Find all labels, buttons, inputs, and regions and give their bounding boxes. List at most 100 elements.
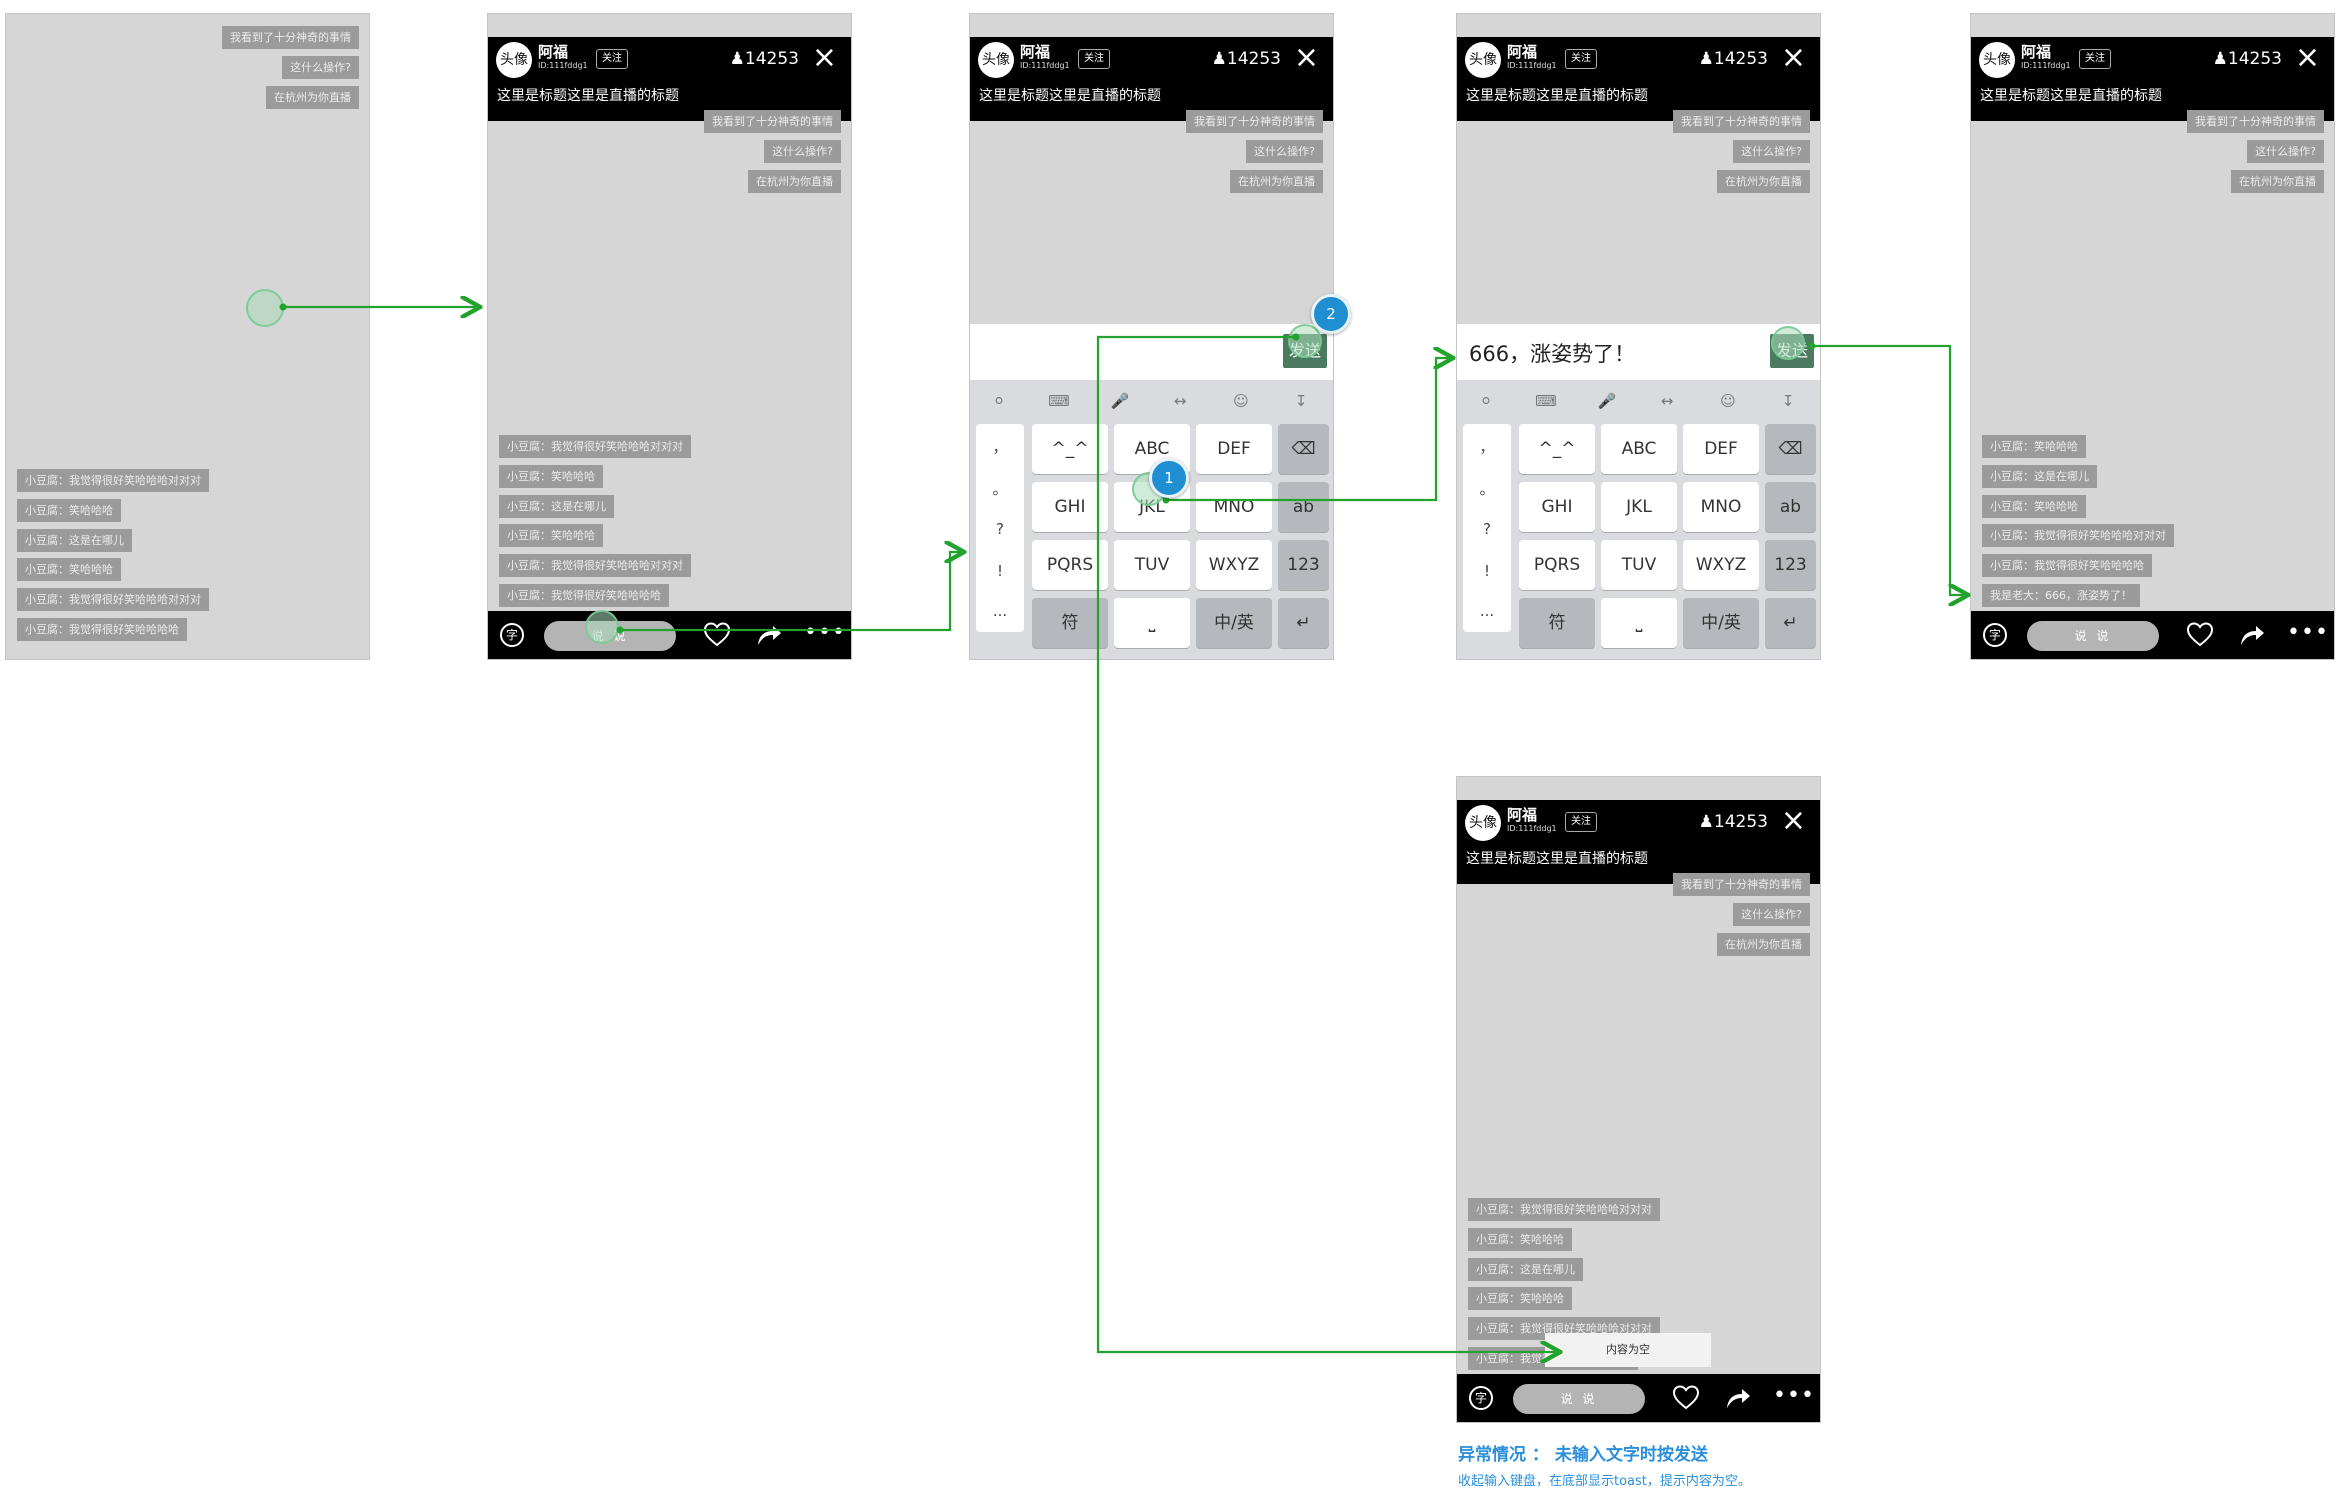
key[interactable]: ^_^ — [1032, 424, 1108, 474]
key[interactable]: 123 — [1278, 540, 1329, 590]
punct-key[interactable]: ， — [992, 438, 1008, 456]
punct-key[interactable]: ... — [1479, 602, 1495, 620]
key[interactable]: DEF — [1196, 424, 1272, 474]
backspace-key[interactable]: ⌫ — [1765, 424, 1816, 474]
collapse-keyboard-icon[interactable]: ↧ — [1294, 392, 1308, 410]
top-message-3: 在杭州为你直播 — [2231, 170, 2324, 193]
step-badge-1: 1 — [1149, 458, 1189, 498]
share-icon[interactable] — [1723, 1383, 1753, 1413]
viewer-count: ♟14253 — [1212, 49, 1281, 69]
key[interactable]: GHI — [1032, 482, 1108, 532]
status-strip — [488, 14, 851, 37]
heart-icon[interactable] — [1671, 1382, 1701, 1412]
punct-key[interactable]: ? — [996, 520, 1004, 538]
key[interactable]: MNO — [1196, 482, 1272, 532]
key[interactable]: PQRS — [1519, 540, 1595, 590]
key[interactable]: ab — [1278, 482, 1329, 532]
backspace-key[interactable]: ⌫ — [1278, 424, 1329, 474]
anchor-name: 阿福 — [1507, 806, 1538, 824]
punct-key[interactable]: ， — [1479, 438, 1495, 456]
punct-key[interactable]: 。 — [1479, 480, 1495, 498]
comment-input[interactable]: 说 说 — [1513, 1384, 1645, 1414]
comment-input-text[interactable]: 666，涨姿势了！ — [1469, 342, 1636, 366]
emoji-icon[interactable]: ☺ — [1233, 392, 1249, 410]
top-message-1: 我看到了十分神奇的事情 — [1673, 873, 1810, 896]
key[interactable]: JKL — [1601, 482, 1677, 532]
avatar[interactable]: 头像 — [1979, 42, 2015, 78]
punctuation-column: ， 。 ? ! ... — [976, 424, 1024, 632]
key[interactable]: DEF — [1683, 424, 1759, 474]
follow-button[interactable]: 关注 — [2079, 49, 2111, 69]
chat-message: 小豆腐：我觉得很好笑哈哈哈对对对 — [499, 554, 691, 577]
heart-icon[interactable] — [702, 619, 732, 649]
text-size-icon[interactable]: 字 — [1983, 623, 2007, 647]
collapse-keyboard-icon[interactable]: ↧ — [1781, 392, 1795, 410]
avatar[interactable]: 头像 — [1465, 42, 1501, 78]
follow-button[interactable]: 关注 — [1565, 49, 1597, 69]
avatar[interactable]: 头像 — [978, 42, 1014, 78]
more-icon[interactable]: ••• — [804, 620, 846, 645]
enter-key[interactable]: ↵ — [1765, 598, 1816, 648]
key[interactable]: ABC — [1601, 424, 1677, 474]
chat-message: 小豆腐：我觉得很好笑哈哈哈哈 — [1982, 554, 2152, 577]
emoji-icon[interactable]: ☺ — [1720, 392, 1736, 410]
close-icon[interactable]: × — [1780, 40, 1806, 75]
text-size-icon[interactable]: 字 — [500, 623, 524, 647]
ime-logo-icon[interactable]: ⚪ — [1479, 392, 1493, 410]
key[interactable]: GHI — [1519, 482, 1595, 532]
key[interactable]: 中/英 — [1196, 598, 1272, 648]
follow-button[interactable]: 关注 — [1078, 49, 1110, 69]
more-icon[interactable]: ••• — [1773, 1383, 1815, 1408]
share-icon[interactable] — [2237, 620, 2267, 650]
heart-icon[interactable] — [2185, 619, 2215, 649]
keyboard-icon[interactable]: ⌨ — [1535, 392, 1557, 410]
key[interactable]: 中/英 — [1683, 598, 1759, 648]
comment-input[interactable]: 说 说 — [2027, 621, 2159, 651]
key[interactable]: ab — [1765, 482, 1816, 532]
avatar[interactable]: 头像 — [496, 42, 532, 78]
anchor-id: ID:111fddg1 — [538, 61, 588, 70]
punct-key[interactable]: ! — [1483, 562, 1490, 580]
punct-key[interactable]: ? — [1483, 520, 1491, 538]
microphone-icon[interactable]: 🎤 — [1597, 392, 1617, 410]
enter-key[interactable]: ↵ — [1278, 598, 1329, 648]
key[interactable]: 符 — [1032, 598, 1108, 648]
microphone-icon[interactable]: 🎤 — [1110, 392, 1130, 410]
close-icon[interactable]: × — [1293, 40, 1319, 75]
cursor-move-icon[interactable]: ↔ — [1660, 392, 1674, 410]
key[interactable]: MNO — [1683, 482, 1759, 532]
follow-button[interactable]: 关注 — [596, 49, 628, 69]
chat-message: 小豆腐：这是在哪儿 — [17, 529, 132, 552]
stream-title: 这里是标题这里是直播的标题 — [1980, 88, 2162, 104]
key[interactable]: PQRS — [1032, 540, 1108, 590]
close-icon[interactable]: × — [811, 40, 837, 75]
cursor-move-icon[interactable]: ↔ — [1173, 392, 1187, 410]
stream-title: 这里是标题这里是直播的标题 — [1466, 88, 1648, 104]
top-message-2: 这什么操作? — [282, 56, 359, 79]
space-key[interactable]: ⎵ — [1601, 598, 1677, 648]
share-icon[interactable] — [754, 620, 784, 650]
comment-input-bar[interactable]: 发送 — [970, 324, 1333, 380]
ime-logo-icon[interactable]: ⚪ — [992, 392, 1006, 410]
key[interactable]: ^_^ — [1519, 424, 1595, 474]
chat-message: 小豆腐：笑哈哈哈 — [499, 524, 603, 547]
key[interactable]: 符 — [1519, 598, 1595, 648]
key[interactable]: TUV — [1601, 540, 1677, 590]
punct-key[interactable]: 。 — [992, 480, 1008, 498]
more-icon[interactable]: ••• — [2287, 620, 2329, 645]
key[interactable]: 123 — [1765, 540, 1816, 590]
close-icon[interactable]: × — [1780, 803, 1806, 838]
text-size-icon[interactable]: 字 — [1469, 1386, 1493, 1410]
key[interactable]: TUV — [1114, 540, 1190, 590]
comment-input-bar[interactable]: 666，涨姿势了！ 发送 — [1457, 324, 1820, 380]
close-icon[interactable]: × — [2294, 40, 2320, 75]
punct-key[interactable]: ... — [992, 602, 1008, 620]
follow-button[interactable]: 关注 — [1565, 812, 1597, 832]
key[interactable]: WXYZ — [1196, 540, 1272, 590]
keyboard-icon[interactable]: ⌨ — [1048, 392, 1070, 410]
punct-key[interactable]: ! — [996, 562, 1003, 580]
key[interactable]: WXYZ — [1683, 540, 1759, 590]
new-chat-message: 我是老大：666，涨姿势了！ — [1982, 584, 2140, 607]
avatar[interactable]: 头像 — [1465, 805, 1501, 841]
space-key[interactable]: ⎵ — [1114, 598, 1190, 648]
